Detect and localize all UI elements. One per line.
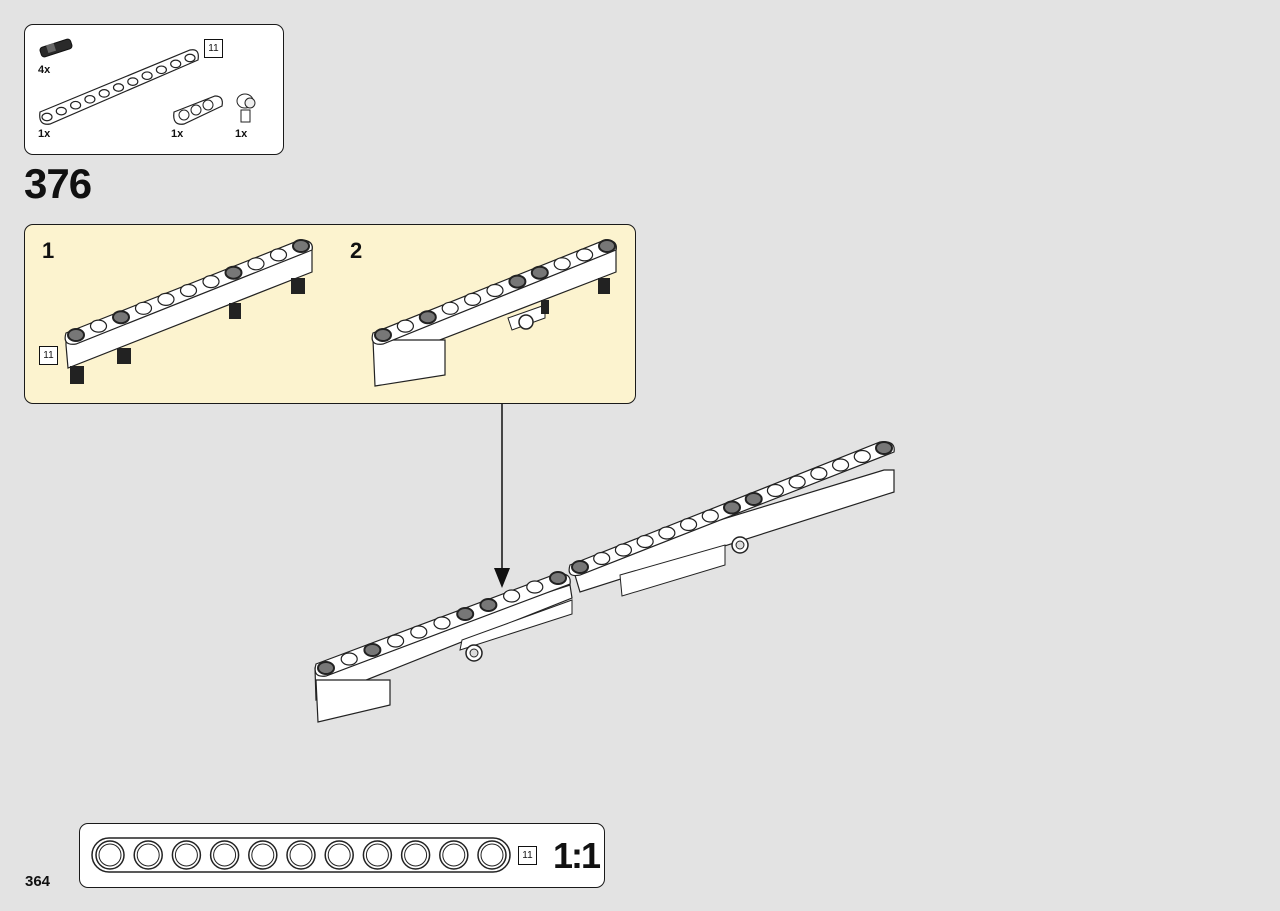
beam-hole (55, 106, 67, 116)
beam-hole (410, 625, 428, 639)
beam-hole (503, 589, 521, 603)
placement-arrow (494, 403, 510, 588)
beam-hole (571, 560, 589, 574)
beam-hole (479, 598, 498, 612)
beam-hole (701, 509, 719, 523)
main-assembly-illustration (314, 441, 895, 723)
substep-1-length-badge: 11 (39, 346, 58, 365)
beam-3-icon (173, 95, 223, 125)
part-quantity-connector: 1x (235, 128, 248, 140)
scale-ruler-length-badge: 11 (518, 846, 537, 865)
beam-hole (723, 500, 741, 515)
beam-hole (788, 475, 806, 489)
beam-hole (340, 652, 358, 666)
beam-hole (549, 571, 567, 585)
beam-hole (614, 543, 633, 557)
part-quantity-pin: 4x (38, 64, 51, 76)
beam-hole (112, 83, 125, 92)
beam-hole (744, 492, 763, 506)
part-quantity-beam11: 1x (38, 128, 51, 140)
beam-hole (875, 441, 893, 455)
beam-hole (387, 634, 405, 648)
beam-hole (41, 112, 53, 122)
beam-hole (363, 643, 382, 657)
beam-hole (170, 59, 182, 69)
beam-hole (679, 517, 698, 532)
beam-hole (127, 77, 139, 86)
beam-hole (98, 89, 110, 98)
beam-hole (184, 53, 196, 63)
substep-box (24, 224, 636, 404)
step-number: 376 (24, 160, 92, 207)
beam-11-icon (39, 49, 199, 125)
beam-hole (636, 534, 654, 549)
page-number: 364 (25, 873, 51, 890)
beam-hole (84, 94, 96, 104)
beam-hole (831, 458, 850, 472)
substep-2-number: 2 (350, 238, 363, 263)
substep-1-number: 1 (42, 238, 55, 263)
parts-length-badge: 11 (204, 39, 223, 58)
part-quantity-beam3: 1x (171, 128, 184, 140)
beam-hole (69, 100, 82, 110)
beam-hole (526, 580, 544, 594)
scale-label: 1:1 (553, 835, 601, 876)
beam-hole (317, 661, 335, 675)
beam-hole (593, 551, 611, 566)
beam-hole (658, 526, 676, 540)
beam-hole (433, 616, 451, 630)
beam-hole (155, 65, 167, 75)
beam-hole (141, 71, 153, 81)
axle-pin-connector-icon (236, 93, 256, 123)
axle-pin-with-friction-icon (39, 38, 73, 58)
beam-hole (853, 449, 871, 464)
beam-hole (810, 466, 828, 481)
beam-hole (456, 607, 475, 621)
beam-hole (766, 483, 785, 498)
